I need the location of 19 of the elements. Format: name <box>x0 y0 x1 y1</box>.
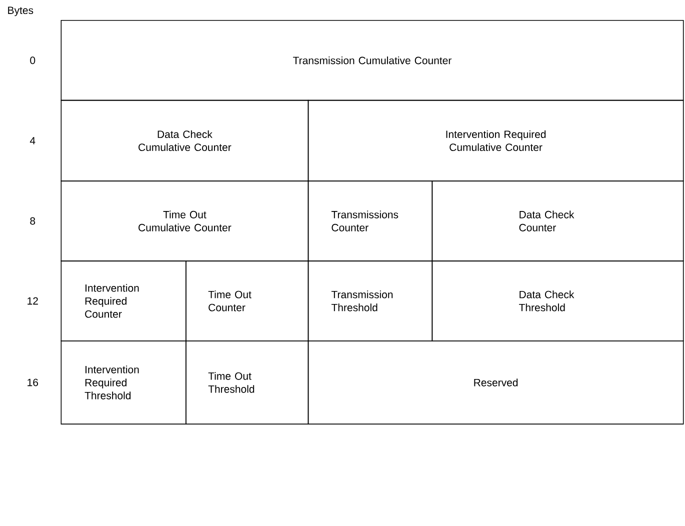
table-cell: Time Out Cumulative Counter <box>60 180 309 262</box>
table-cell: Data Check Counter <box>432 180 684 262</box>
table-cell: Data Check Cumulative Counter <box>60 100 309 182</box>
table-cell: Transmission Cumulative Counter <box>60 20 684 101</box>
table-cell: Transmission Threshold <box>308 260 433 342</box>
table-cell: Data Check Threshold <box>432 260 684 342</box>
table-cell: Intervention Required Threshold <box>60 340 186 424</box>
table-cell: Transmissions Counter <box>308 180 433 262</box>
table-cell: Intervention Required Cumulative Counter <box>308 100 684 182</box>
byte-offset: 0 <box>30 56 36 64</box>
byte-offset: 8 <box>30 217 36 225</box>
byte-offset: 4 <box>30 137 36 144</box>
table-cell: Intervention Required Counter <box>60 260 186 342</box>
table-cell: Time Out Counter <box>186 260 309 342</box>
axis-title: Bytes <box>8 6 34 16</box>
byte-offset: 12 <box>28 297 38 305</box>
table-cell: Reserved <box>308 340 684 424</box>
byte-offset: 16 <box>28 378 38 386</box>
table-cell: Time Out Threshold <box>186 340 309 424</box>
